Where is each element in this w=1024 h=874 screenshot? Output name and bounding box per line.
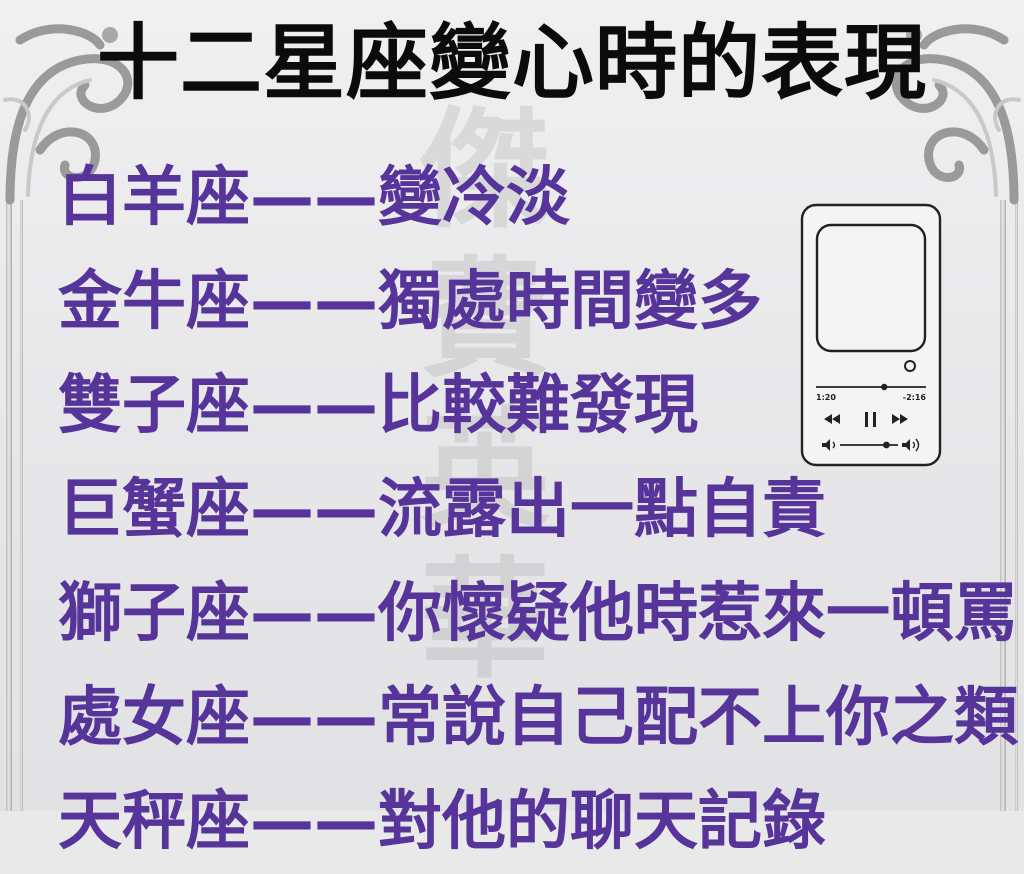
list-item: 金牛座——獨處時間變多	[58, 250, 1018, 354]
sign-behavior: 對他的聊天記錄	[378, 785, 826, 859]
sign-behavior: 你懷疑他時惹來一頓罵	[378, 577, 1018, 651]
sign-behavior: 常說自己配不上你之類	[378, 681, 1018, 755]
frame-left-inner-border	[20, 200, 23, 811]
volume-low-icon	[822, 439, 836, 451]
fast-forward-icon[interactable]	[892, 414, 908, 424]
dash: ——	[250, 785, 378, 859]
remaining-time: -2:16	[903, 393, 927, 402]
elapsed-time: 1:20	[816, 393, 836, 402]
list-item: 雙子座——比較難發現	[58, 354, 1018, 458]
dash: ——	[250, 265, 378, 339]
dash: ——	[250, 369, 378, 443]
sign-behavior: 變冷淡	[378, 161, 570, 235]
frame-right-border	[1000, 200, 1006, 811]
pause-icon[interactable]	[865, 412, 876, 427]
corner-ornament-right	[891, 24, 1021, 205]
progress-knob[interactable]	[881, 383, 888, 391]
list-item: 獅子座——你懷疑他時惹來一頓罵	[58, 562, 1018, 666]
dash: ——	[250, 681, 378, 755]
music-player-sticker: 1:20 -2:16	[800, 203, 942, 467]
frame-right-outer-border	[1015, 200, 1018, 811]
sign-name: 金牛座	[58, 265, 250, 339]
dash: ——	[250, 161, 378, 235]
sign-name: 獅子座	[58, 577, 250, 651]
rewind-icon[interactable]	[824, 414, 840, 424]
list-item: 白羊座——變冷淡	[58, 146, 1018, 250]
sign-behavior: 比較難發現	[378, 369, 698, 443]
sign-name: 天秤座	[58, 785, 250, 859]
volume-high-icon	[902, 438, 920, 452]
corner-ornament-left	[3, 24, 133, 205]
sign-name: 巨蟹座	[58, 473, 250, 547]
page-title: 十二星座變心時的表現	[96, 16, 927, 111]
sign-behavior: 流露出一點自責	[378, 473, 826, 547]
dash: ——	[250, 473, 378, 547]
list-item: 巨蟹座——流露出一點自責	[58, 458, 1018, 562]
list-item: 處女座——常說自己配不上你之類	[58, 666, 1018, 770]
sign-behavior: 獨處時間變多	[378, 265, 762, 339]
frame-left-border	[6, 200, 12, 811]
list-item: 天秤座——對他的聊天記錄	[58, 770, 1018, 874]
dash: ——	[250, 577, 378, 651]
player-screen	[815, 223, 927, 353]
sign-name: 白羊座	[58, 161, 250, 235]
sign-name: 處女座	[58, 681, 250, 755]
volume-knob[interactable]	[883, 441, 890, 449]
sign-name: 雙子座	[58, 369, 250, 443]
menu-dot-icon	[904, 360, 916, 372]
